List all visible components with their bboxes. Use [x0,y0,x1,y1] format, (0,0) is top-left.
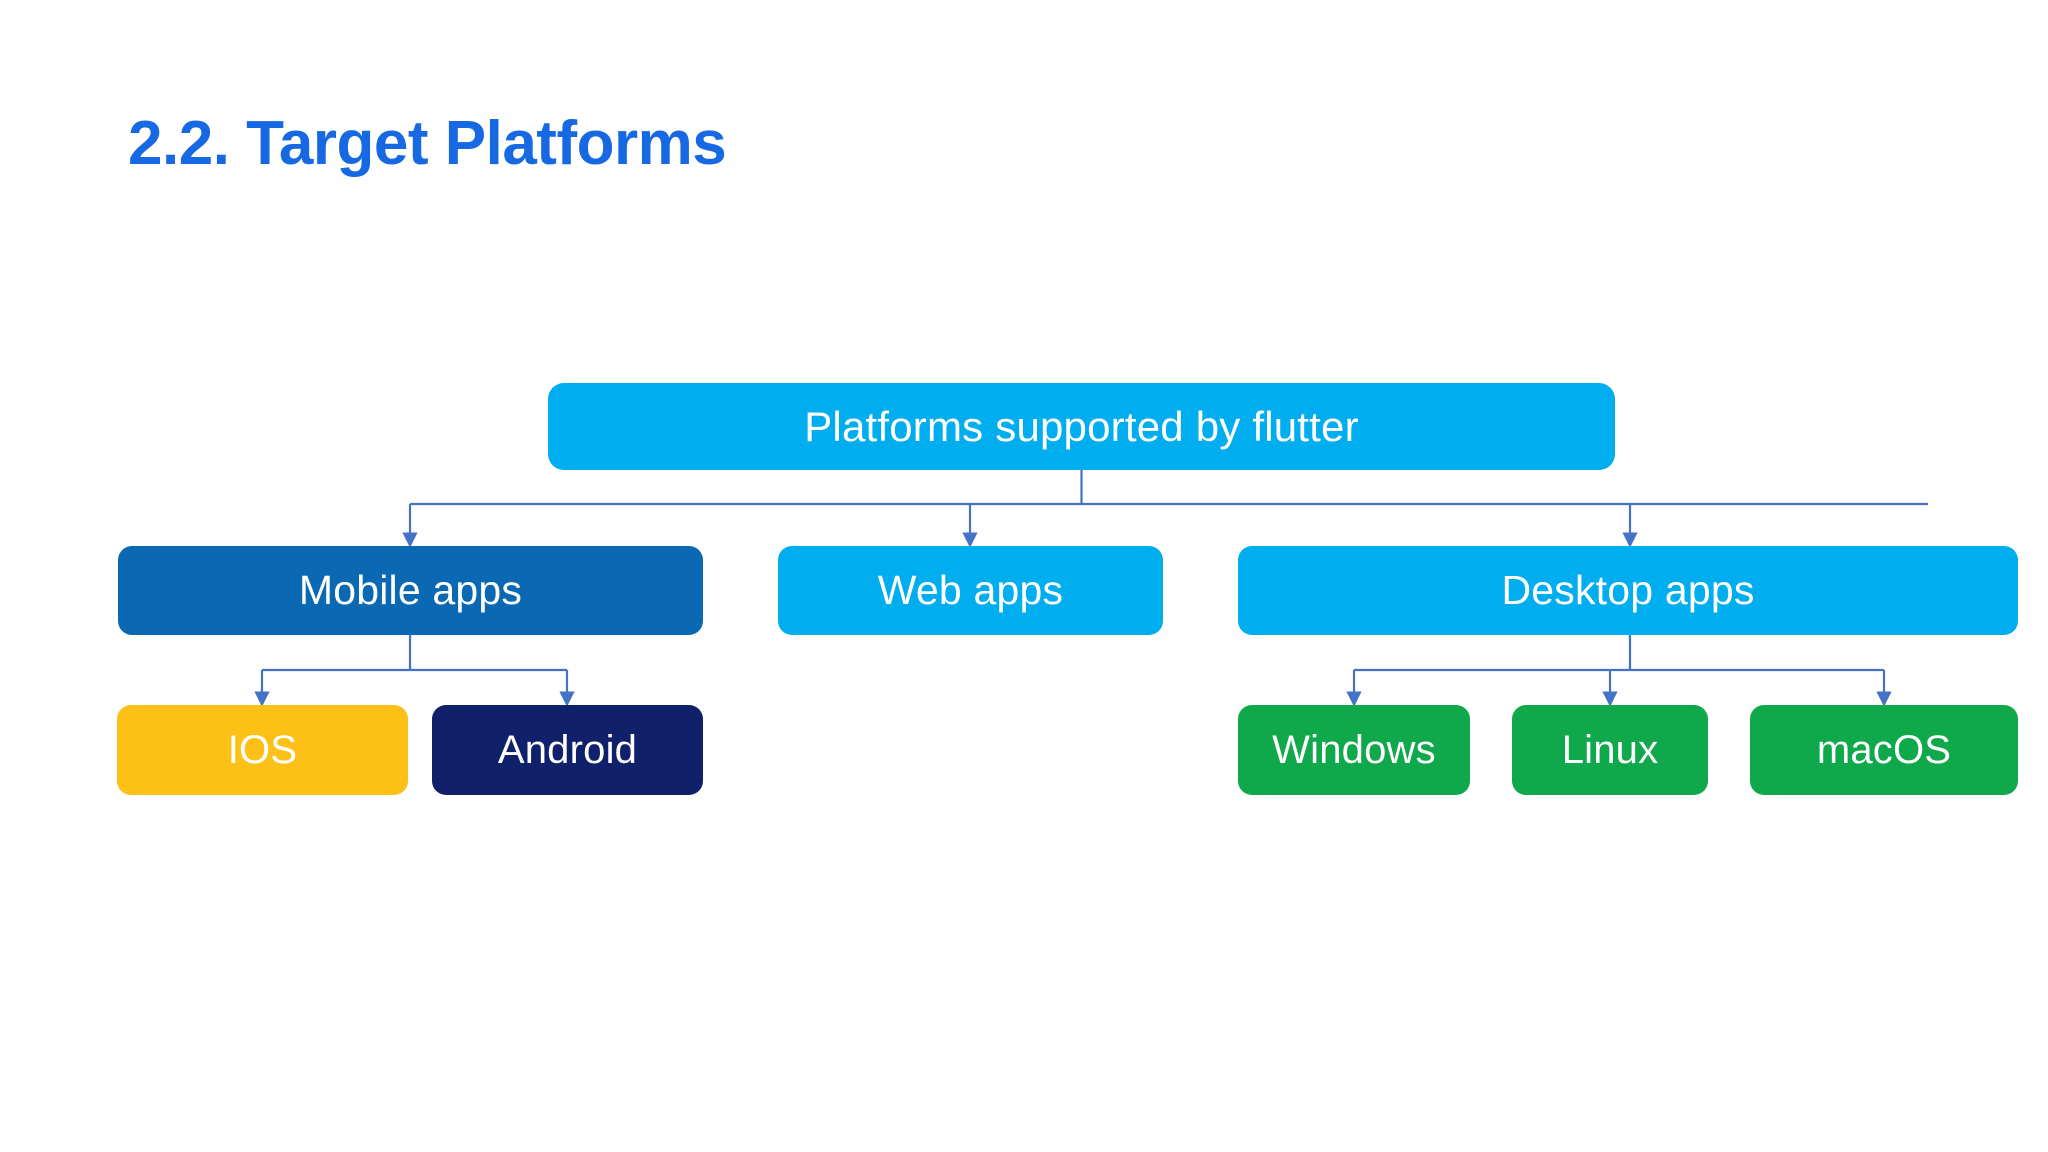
node-label: Web apps [877,567,1064,613]
node-label: Windows [1272,727,1436,772]
node-label: Android [497,727,638,772]
node-label: Platforms supported by flutter [804,402,1359,450]
node-label: Desktop apps [1501,567,1755,613]
node-label: Mobile apps [298,567,523,613]
node-ios[interactable]: IOS [117,705,408,795]
node-label: IOS [227,727,298,772]
node-web-apps[interactable]: Web apps [778,546,1163,635]
node-mobile-apps[interactable]: Mobile apps [118,546,703,635]
node-label: Linux [1561,727,1659,772]
node-macos[interactable]: macOS [1750,705,2018,795]
node-desktop-apps[interactable]: Desktop apps [1238,546,2018,635]
node-platforms-supported-by-flutter[interactable]: Platforms supported by flutter [548,383,1615,470]
node-windows[interactable]: Windows [1238,705,1470,795]
page-title: 2.2. Target Platforms [128,109,727,178]
node-label: macOS [1816,727,1952,772]
node-linux[interactable]: Linux [1512,705,1708,795]
node-android[interactable]: Android [432,705,703,795]
